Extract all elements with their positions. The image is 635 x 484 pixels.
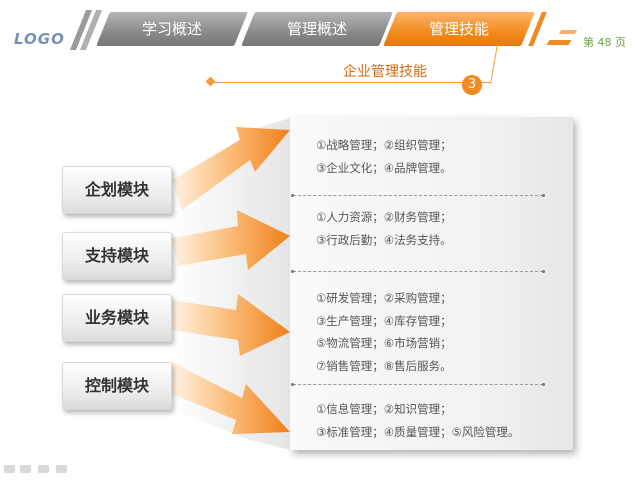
module-support: 支持模块 [62,232,172,280]
detail-panel [290,117,573,450]
detail-group-planning: ①战略管理；②组织管理； ③企业文化；④品牌管理。 [316,134,452,179]
module-control: 控制模块 [62,362,172,410]
module-business: 业务模块 [62,294,172,342]
arrow-planning [172,127,290,210]
arrow-support [172,210,290,270]
divider-dot [542,270,545,273]
slides-icon[interactable] [38,465,49,473]
detail-line: ①研发管理；②采购管理； [316,291,452,305]
detail-line: ①信息管理；②知识管理； [316,402,452,416]
subtitle-line [212,82,490,83]
detail-group-business: ①研发管理；②采购管理； ③生产管理；④库存管理； ⑤物流管理；⑥市场营销； ⑦… [316,287,452,377]
divider-dot [542,194,545,197]
detail-group-control: ①信息管理；②知识管理； ③标准管理；④质量管理；⑤风险管理。 [316,398,519,443]
section-number-badge: 3 [462,75,482,95]
page-number: 第 48 页 [583,36,626,49]
detail-divider [293,384,543,385]
detail-group-support: ①人力资源；②财务管理； ③行政后勤；④法务支持。 [316,206,452,251]
arrow-control [172,362,290,434]
divider-dot [291,270,294,273]
detail-divider [293,195,543,196]
detail-line: ⑤物流管理；⑥市场营销； [316,336,452,350]
detail-line: ③企业文化；④品牌管理。 [316,160,452,175]
detail-line: ③生产管理；④库存管理； [316,313,452,328]
detail-line: ③行政后勤；④法务支持。 [316,232,452,247]
divider-dot [291,383,294,386]
prev-slide-icon[interactable] [4,465,15,473]
detail-divider [293,271,543,272]
divider-dot [542,383,545,386]
detail-line: ③标准管理；④质量管理；⑤风险管理。 [316,424,520,439]
detail-line: ①人力资源；②财务管理； [316,210,452,224]
section-title: 企业管理技能 [343,64,427,80]
divider-dot [291,194,294,197]
module-planning: 企划模块 [62,166,172,214]
next-slide-icon[interactable] [56,465,67,473]
detail-line: ⑦销售管理；⑧售后服务。 [316,358,452,373]
arrow-business [172,294,290,356]
logo: LOGO [14,30,65,48]
arrows-shadow [172,118,290,450]
pen-icon[interactable] [20,465,31,473]
detail-line: ①战略管理；②组织管理； [316,138,452,152]
